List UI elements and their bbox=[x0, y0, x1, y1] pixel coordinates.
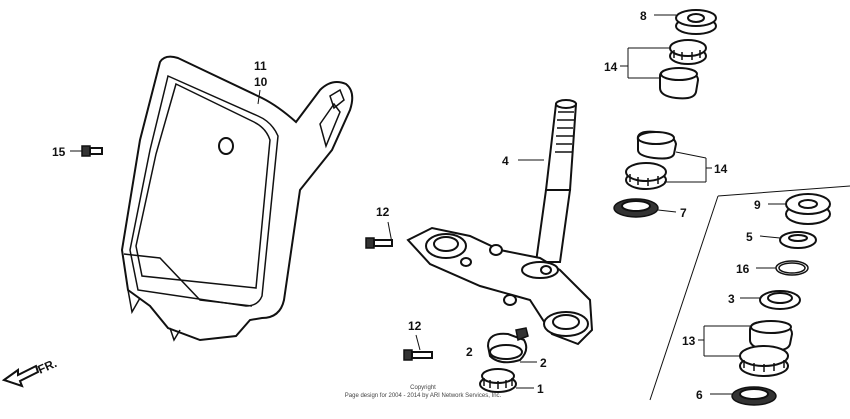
dust-seal-2[interactable] bbox=[515, 327, 529, 342]
callout-2-alt: 2 bbox=[466, 345, 473, 359]
copyright-line-1: Copyright bbox=[410, 385, 436, 391]
callout-15: 15 bbox=[52, 145, 66, 159]
bolt-15[interactable] bbox=[81, 145, 103, 157]
callout-4: 4 bbox=[502, 154, 509, 168]
callout-3: 3 bbox=[728, 292, 735, 306]
callout-11: 11 bbox=[254, 59, 267, 73]
upper-bearing-14[interactable] bbox=[669, 39, 707, 65]
nut-9[interactable] bbox=[785, 193, 831, 225]
leader-lines bbox=[70, 14, 786, 395]
lower-race-14[interactable] bbox=[636, 130, 678, 160]
callout-1: 1 bbox=[537, 382, 544, 396]
front-direction-label: FR. bbox=[36, 356, 59, 377]
callout-14-upper: 14 bbox=[604, 60, 618, 74]
dust-seal-7[interactable] bbox=[613, 198, 659, 218]
front-direction-arrow: FR. bbox=[1, 356, 59, 388]
callout-12-upper: 12 bbox=[376, 205, 390, 219]
callout-5: 5 bbox=[746, 230, 753, 244]
number-plate[interactable] bbox=[120, 55, 354, 342]
seal-6[interactable] bbox=[731, 386, 777, 406]
seal-3[interactable] bbox=[759, 290, 801, 310]
washer-5[interactable] bbox=[779, 231, 817, 249]
section-divider bbox=[649, 185, 850, 401]
bearing-13[interactable] bbox=[739, 345, 789, 377]
callout-12-lower: 12 bbox=[408, 319, 422, 333]
callout-7: 7 bbox=[680, 206, 687, 220]
callout-16: 16 bbox=[736, 262, 750, 276]
callout-2: 2 bbox=[540, 356, 547, 370]
copyright-line-2: Page design for 2004 - 2014 by ARI Netwo… bbox=[345, 393, 502, 399]
callout-9: 9 bbox=[754, 198, 761, 212]
steering-stem-nut-8[interactable] bbox=[675, 9, 717, 35]
lower-bearing-race-2[interactable] bbox=[486, 332, 528, 364]
callout-10: 10 bbox=[254, 75, 268, 89]
callout-13: 13 bbox=[682, 334, 696, 348]
callout-8: 8 bbox=[640, 9, 647, 23]
snap-ring-16[interactable] bbox=[775, 260, 809, 276]
upper-race-14[interactable] bbox=[659, 67, 700, 100]
lower-bearing-1[interactable] bbox=[479, 368, 517, 393]
bolt-12-upper[interactable] bbox=[365, 237, 393, 249]
callout-6: 6 bbox=[696, 388, 703, 402]
bolt-12-lower[interactable] bbox=[403, 349, 433, 361]
steering-stem[interactable] bbox=[534, 99, 578, 263]
lower-bearing-14[interactable] bbox=[625, 162, 667, 190]
lower-triple-clamp[interactable] bbox=[406, 226, 594, 346]
callout-14-lower: 14 bbox=[714, 162, 728, 176]
